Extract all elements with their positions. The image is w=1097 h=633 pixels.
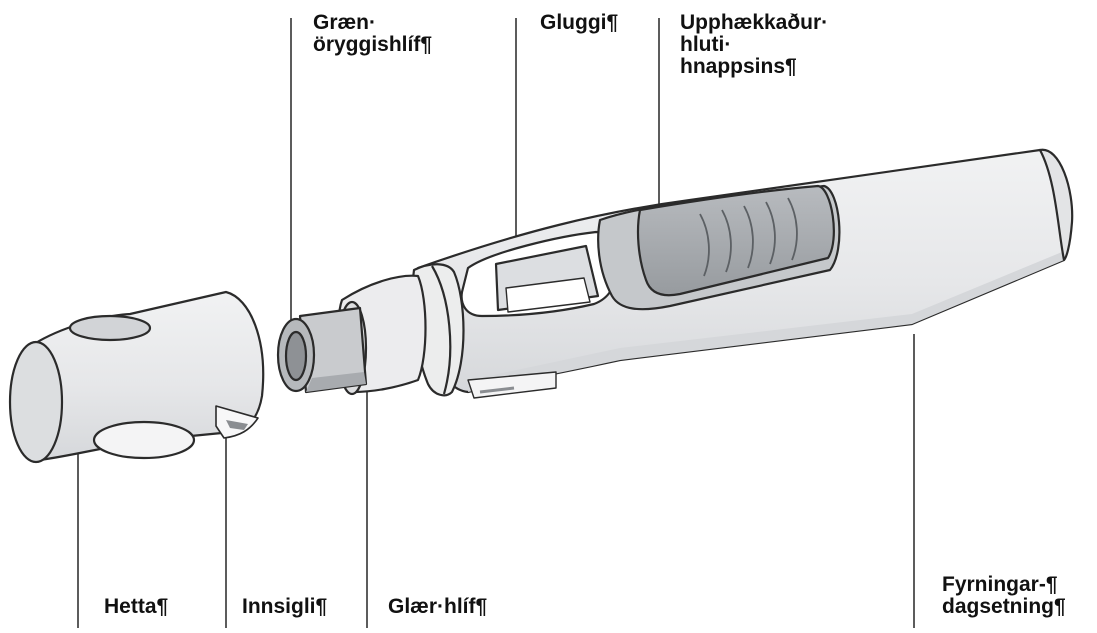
label-expiry-date-line1: Fyrningar-¶ <box>942 574 1066 596</box>
label-raised-button-part-line3: hnappsins¶ <box>680 56 828 78</box>
label-seal: Innsigli¶ <box>242 596 327 618</box>
pen-cap-opening <box>10 342 62 462</box>
label-green-safety-shield: Græn· öryggishlíf¶ <box>313 12 432 56</box>
label-raised-button-part-line1: Upphækkaður· <box>680 12 828 34</box>
pen-body <box>10 150 1072 462</box>
label-green-safety-shield-line1: Græn· <box>313 12 432 34</box>
label-expiry-date: Fyrningar-¶ dagsetning¶ <box>942 574 1066 618</box>
pen-cap-top-oval <box>70 316 150 340</box>
label-clear-cover: Glær·hlíf¶ <box>388 596 487 618</box>
label-window: Gluggi¶ <box>540 12 618 34</box>
label-expiry-date-line2: dagsetning¶ <box>942 596 1066 618</box>
label-raised-button-part: Upphækkaður· hluti· hnappsins¶ <box>680 12 828 78</box>
label-green-safety-shield-line2: öryggishlíf¶ <box>313 34 432 56</box>
green-safety-shield-inner <box>286 332 306 380</box>
label-raised-button-part-line2: hluti· <box>680 34 828 56</box>
pen-cap-window <box>94 422 194 458</box>
label-cap: Hetta¶ <box>104 596 168 618</box>
